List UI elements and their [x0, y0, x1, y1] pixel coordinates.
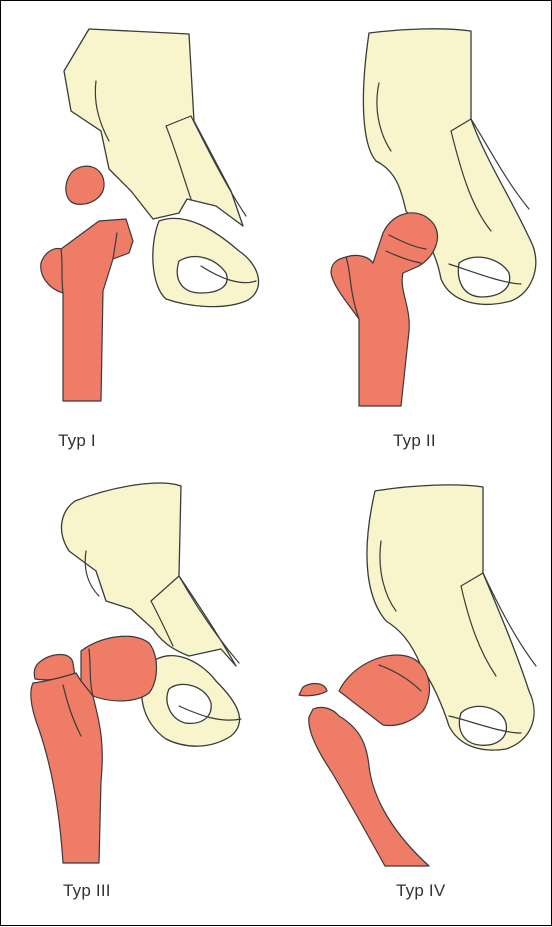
panel-typ-1	[41, 29, 259, 401]
femur	[331, 213, 437, 406]
panel-label-typ-3: Typ III	[63, 881, 111, 901]
pelvis-ilium	[61, 483, 236, 666]
panel-label-typ-4: Typ IV	[396, 881, 445, 901]
fracture-fragment-head	[339, 655, 429, 725]
panel-typ-4	[299, 485, 536, 866]
panel-label-typ-1: Typ I	[58, 431, 96, 451]
fracture-fragment	[66, 166, 104, 204]
femur	[31, 673, 102, 863]
fracture-fragment	[299, 684, 327, 696]
femur	[309, 707, 429, 866]
panel-typ-3	[31, 483, 241, 863]
panel-label-typ-2: Typ II	[393, 431, 436, 451]
femur	[41, 219, 133, 401]
panel-typ-2	[331, 29, 536, 406]
